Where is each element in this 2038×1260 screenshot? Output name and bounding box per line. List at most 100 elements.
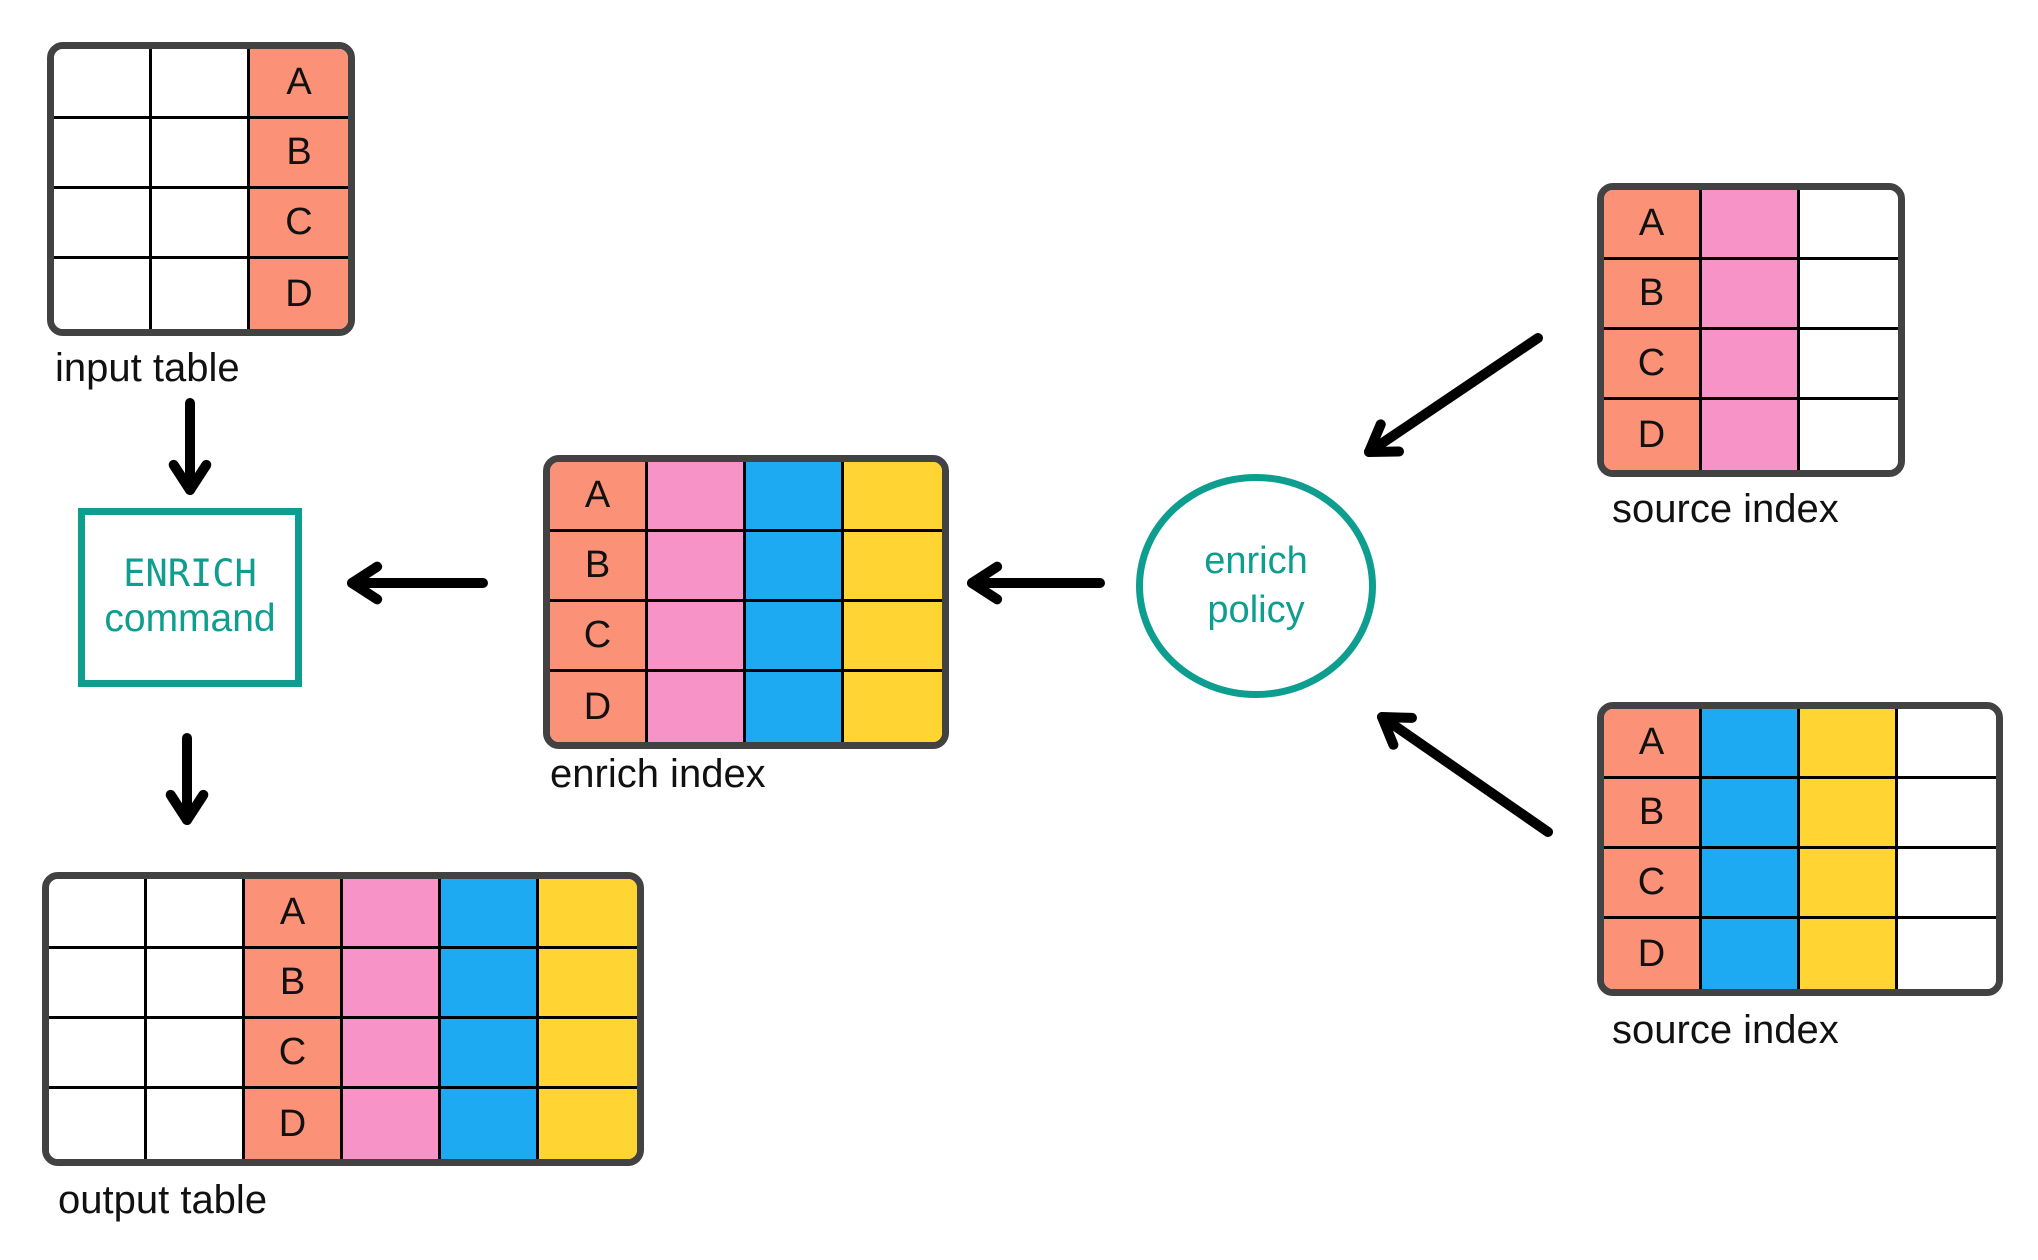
enrich-index-table-cell-c-0: C <box>550 602 648 672</box>
enrich-index-table-cell-d-3 <box>844 672 942 742</box>
output-table-cell-d-3 <box>343 1089 441 1159</box>
source-index-top-table-cell-b-0: B <box>1604 260 1702 330</box>
source-index-top-table-cell-a-1 <box>1702 190 1800 260</box>
input-table-cell-d-2: D <box>250 259 348 329</box>
source-index-bottom-table-cell-a-1 <box>1702 709 1800 779</box>
output-table-cell-d-0 <box>49 1089 147 1159</box>
source-index-bottom-table-cell-a-3 <box>1898 709 1996 779</box>
input-table-cell-a-1 <box>152 49 250 119</box>
enrich-index-table-cell-c-1 <box>648 602 746 672</box>
input-table-cell-b-2: B <box>250 119 348 189</box>
input-table-cell-b-0 <box>54 119 152 189</box>
output-table-cell-a-1 <box>147 879 245 949</box>
arrow-source-bottom-to-policy <box>1377 712 1553 837</box>
output-table-cell-a-2: A <box>245 879 343 949</box>
input-table-cell-d-1 <box>152 259 250 329</box>
source-index-bottom-table-cell-b-0: B <box>1604 779 1702 849</box>
output-table-cell-b-4 <box>441 949 539 1019</box>
enrich-index-table-cell-b-3 <box>844 532 942 602</box>
source-index-bottom-table-cell-c-2 <box>1800 849 1898 919</box>
output-table-label: output table <box>58 1178 268 1222</box>
enrich-index-table-cell-c-3 <box>844 602 942 672</box>
arrow-command-to-output <box>165 733 209 825</box>
arrow-source-top-to-policy <box>1364 333 1543 457</box>
source-index-bottom-table-cell-d-1 <box>1702 919 1800 989</box>
enrich-index-table-cell-b-0: B <box>550 532 648 602</box>
source-index-bottom-table-cell-c-0: C <box>1604 849 1702 919</box>
source-index-top-table-cell-b-1 <box>1702 260 1800 330</box>
enrich-index-table-cell-a-0: A <box>550 462 648 532</box>
arrow-policy-to-index <box>967 561 1105 605</box>
output-table-cell-b-1 <box>147 949 245 1019</box>
input-table-cell-c-0 <box>54 189 152 259</box>
enrich-index-table-cell-a-2 <box>746 462 844 532</box>
output-table-cell-c-5 <box>539 1019 637 1089</box>
enrich-policy-label-line1: enrich <box>1204 539 1308 582</box>
enrich-index-table-cell-d-0: D <box>550 672 648 742</box>
enrich-command-box: ENRICH command <box>78 508 302 687</box>
enrich-index-table-cell-a-1 <box>648 462 746 532</box>
output-table-cell-a-5 <box>539 879 637 949</box>
source-index-top-table-cell-a-0: A <box>1604 190 1702 260</box>
output-table-cell-b-3 <box>343 949 441 1019</box>
source-index-top-table-label: source index <box>1612 487 1839 531</box>
source-index-bottom-table-cell-a-2 <box>1800 709 1898 779</box>
input-table-cell-b-1 <box>152 119 250 189</box>
enrich-index-table-cell-d-1 <box>648 672 746 742</box>
enrich-policy-label-line2: policy <box>1207 589 1305 631</box>
enrich-index-table-cell-b-1 <box>648 532 746 602</box>
source-index-bottom-table-cell-b-3 <box>1898 779 1996 849</box>
input-table-cell-d-0 <box>54 259 152 329</box>
output-table-cell-b-2: B <box>245 949 343 1019</box>
enrich-index-table-cell-a-3 <box>844 462 942 532</box>
input-table-label: input table <box>55 346 240 390</box>
input-table-cell-c-1 <box>152 189 250 259</box>
input-table-cell-c-2: C <box>250 189 348 259</box>
arrow-input-to-command <box>168 398 212 495</box>
source-index-top-table-cell-c-1 <box>1702 330 1800 400</box>
source-index-top-table-cell-b-2 <box>1800 260 1898 330</box>
source-index-top-table-cell-d-1 <box>1702 400 1800 470</box>
source-index-bottom-table-label: source index <box>1612 1008 1839 1052</box>
input-table-cell-a-2: A <box>250 49 348 119</box>
output-table-cell-a-4 <box>441 879 539 949</box>
enrich-command-label-line2: command <box>104 597 276 641</box>
output-table-cell-c-3 <box>343 1019 441 1089</box>
output-table-cell-a-0 <box>49 879 147 949</box>
enrich-index-table-cell-d-2 <box>746 672 844 742</box>
output-table-cell-d-1 <box>147 1089 245 1159</box>
output-table-cell-c-1 <box>147 1019 245 1089</box>
enrich-index-table-label: enrich index <box>550 752 766 796</box>
output-table-cell-c-0 <box>49 1019 147 1089</box>
output-table-cell-a-3 <box>343 879 441 949</box>
output-table-cell-d-5 <box>539 1089 637 1159</box>
output-table-cell-b-5 <box>539 949 637 1019</box>
arrow-index-to-command <box>347 561 488 605</box>
enrich-command-label-line1: ENRICH <box>123 551 257 595</box>
source-index-bottom-table-cell-a-0: A <box>1604 709 1702 779</box>
source-index-top-table-cell-c-2 <box>1800 330 1898 400</box>
source-index-bottom-table-cell-b-2 <box>1800 779 1898 849</box>
source-index-bottom-table-cell-c-1 <box>1702 849 1800 919</box>
source-index-bottom-table-cell-d-2 <box>1800 919 1898 989</box>
output-table-cell-d-2: D <box>245 1089 343 1159</box>
source-index-top-table-cell-d-2 <box>1800 400 1898 470</box>
source-index-top-table-cell-c-0: C <box>1604 330 1702 400</box>
source-index-top-table-cell-a-2 <box>1800 190 1898 260</box>
output-table-cell-c-4 <box>441 1019 539 1089</box>
output-table-cell-b-0 <box>49 949 147 1019</box>
source-index-bottom-table-cell-c-3 <box>1898 849 1996 919</box>
enrich-index-table-cell-b-2 <box>746 532 844 602</box>
source-index-bottom-table-cell-b-1 <box>1702 779 1800 849</box>
source-index-top-table-cell-d-0: D <box>1604 400 1702 470</box>
input-table-cell-a-0 <box>54 49 152 119</box>
output-table-cell-c-2: C <box>245 1019 343 1089</box>
source-index-bottom-table-cell-d-0: D <box>1604 919 1702 989</box>
output-table-cell-d-4 <box>441 1089 539 1159</box>
enrich-index-table-cell-c-2 <box>746 602 844 672</box>
